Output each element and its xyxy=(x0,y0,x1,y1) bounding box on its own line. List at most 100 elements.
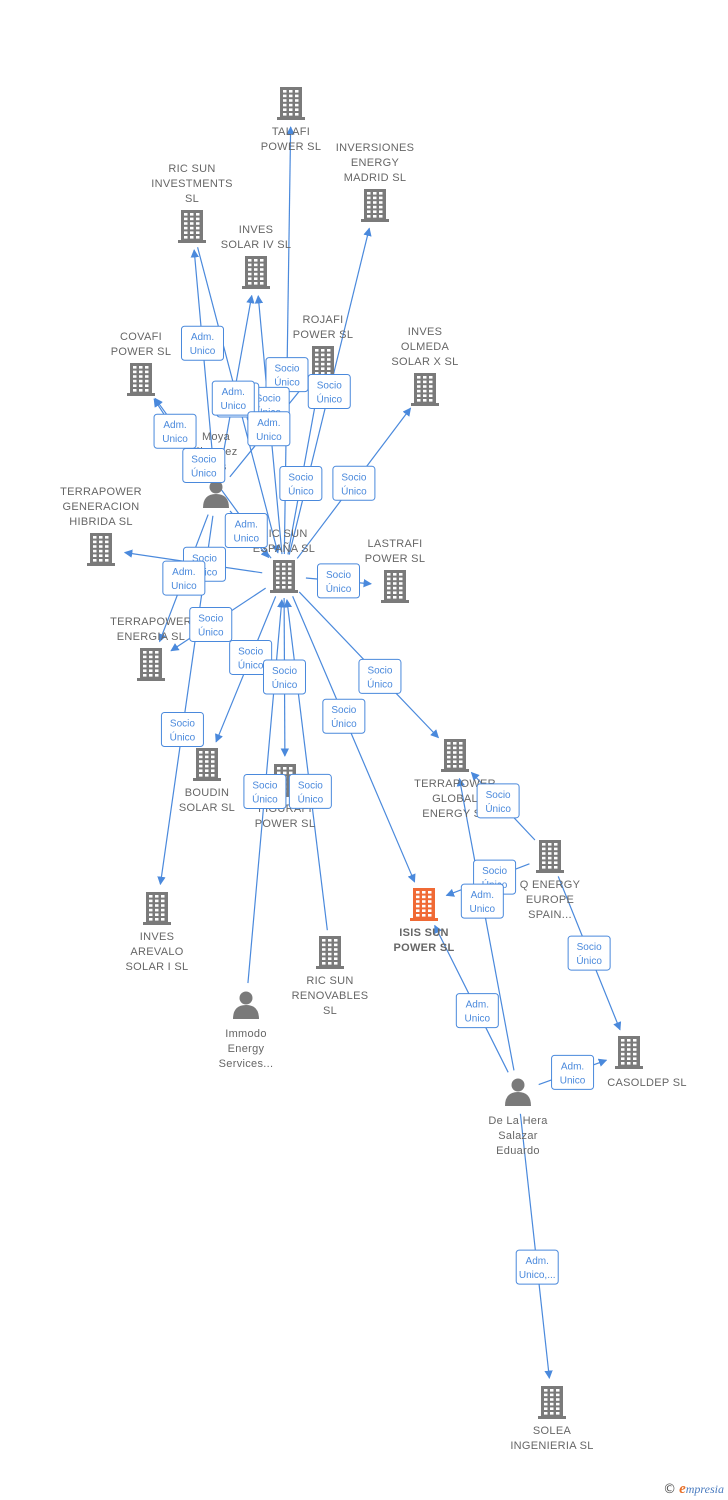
node-label: Immodo xyxy=(225,1028,267,1040)
edge-badge-text: Único xyxy=(576,954,602,967)
node-isis[interactable]: ISIS SUN POWER SL xyxy=(393,888,454,954)
node-label: POWER SL xyxy=(365,553,425,565)
edge-badge-text: Socio xyxy=(170,718,195,729)
edge-badge-text: Único xyxy=(485,802,511,815)
building-icon xyxy=(536,840,564,873)
edge-badge[interactable]: Adm.Unico xyxy=(460,883,504,919)
node-casoldep[interactable]: CASOLDEP SL xyxy=(607,1036,687,1089)
edge-badge-text: Socio xyxy=(252,780,277,791)
node-label: ISIS SUN xyxy=(399,927,448,939)
edge-badge-box xyxy=(180,325,224,361)
building-icon xyxy=(193,748,221,781)
edge-badge[interactable]: Adm.Unico xyxy=(211,380,255,416)
edge-badge[interactable]: Adm.Unico xyxy=(247,411,291,447)
edge-badge-text: Socio xyxy=(238,646,263,657)
footer-brand[interactable]: ©empresia xyxy=(663,1481,724,1498)
edge-badge-text: Socio xyxy=(298,780,323,791)
edge-badge-box xyxy=(317,563,361,599)
node-label: POWER SL xyxy=(393,942,454,954)
node-label: EUROPE xyxy=(526,894,574,906)
building-icon xyxy=(178,210,206,243)
edge-badge[interactable]: Adm.Unico xyxy=(551,1054,595,1090)
edge-badge-box xyxy=(567,935,611,971)
edge-badge-text: Socio xyxy=(317,380,342,391)
node-label: MADRID SL xyxy=(344,172,407,184)
edge-badge-text: Adm. xyxy=(561,1061,584,1072)
edge-badge-box xyxy=(262,659,306,695)
edge-delahera-terrapower_global xyxy=(456,777,515,1071)
edge-badge-text: Socio xyxy=(198,613,223,624)
edge-badge-text: Unico,... xyxy=(519,1270,556,1281)
edge-badge[interactable]: Adm.Unico xyxy=(180,325,224,361)
node-label: Q ENERGY xyxy=(520,879,581,891)
node-label: POWER SL xyxy=(111,346,171,358)
node-label: INGENIERIA SL xyxy=(510,1440,593,1452)
edge-badge[interactable]: Adm. Unico,... xyxy=(515,1249,559,1285)
edge-badge-text: Único xyxy=(272,678,298,691)
person-icon xyxy=(505,1078,531,1106)
copyright-symbol: © xyxy=(663,1482,677,1497)
edge-badge[interactable]: Adm.Unico xyxy=(455,993,499,1029)
building-icon xyxy=(381,570,409,603)
edge-badge-text: Adm. xyxy=(526,1256,549,1267)
edge-badge-text: Adm. xyxy=(163,420,186,431)
edge-badge-text: Único xyxy=(170,730,196,743)
node-label: TERRAPOWER xyxy=(110,616,192,628)
edge-badge-text: Unico xyxy=(171,581,197,592)
node-qenergy[interactable]: Q ENERGYEUROPESPAIN... xyxy=(520,840,581,921)
node-label: TERRAPOWER xyxy=(414,778,496,790)
edge-badge-text: Socio xyxy=(272,666,297,677)
node-label: SL xyxy=(323,1005,337,1017)
building-icon xyxy=(270,560,298,593)
edge-badge-text: Socio xyxy=(486,790,511,801)
edge-badge-text: Socio xyxy=(482,866,507,877)
edge-ricsun_esp-isis xyxy=(292,595,416,883)
node-label: GLOBAL xyxy=(432,793,478,805)
building-icon xyxy=(277,87,305,120)
edge-badge-text: Único xyxy=(341,484,367,497)
edge-badge[interactable]: Adm.Unico xyxy=(153,413,197,449)
edge-badge[interactable]: Adm.Unico xyxy=(224,513,268,549)
edge-badge-text: Socio xyxy=(288,472,313,483)
person-icon xyxy=(203,480,229,508)
building-icon xyxy=(441,739,469,772)
edge-badge[interactable]: Adm.Unico xyxy=(162,560,206,596)
edge-badge-box xyxy=(288,773,332,809)
node-immodo[interactable]: ImmodoEnergyServices... xyxy=(219,991,274,1071)
edge-badge-text: Único xyxy=(252,792,278,805)
